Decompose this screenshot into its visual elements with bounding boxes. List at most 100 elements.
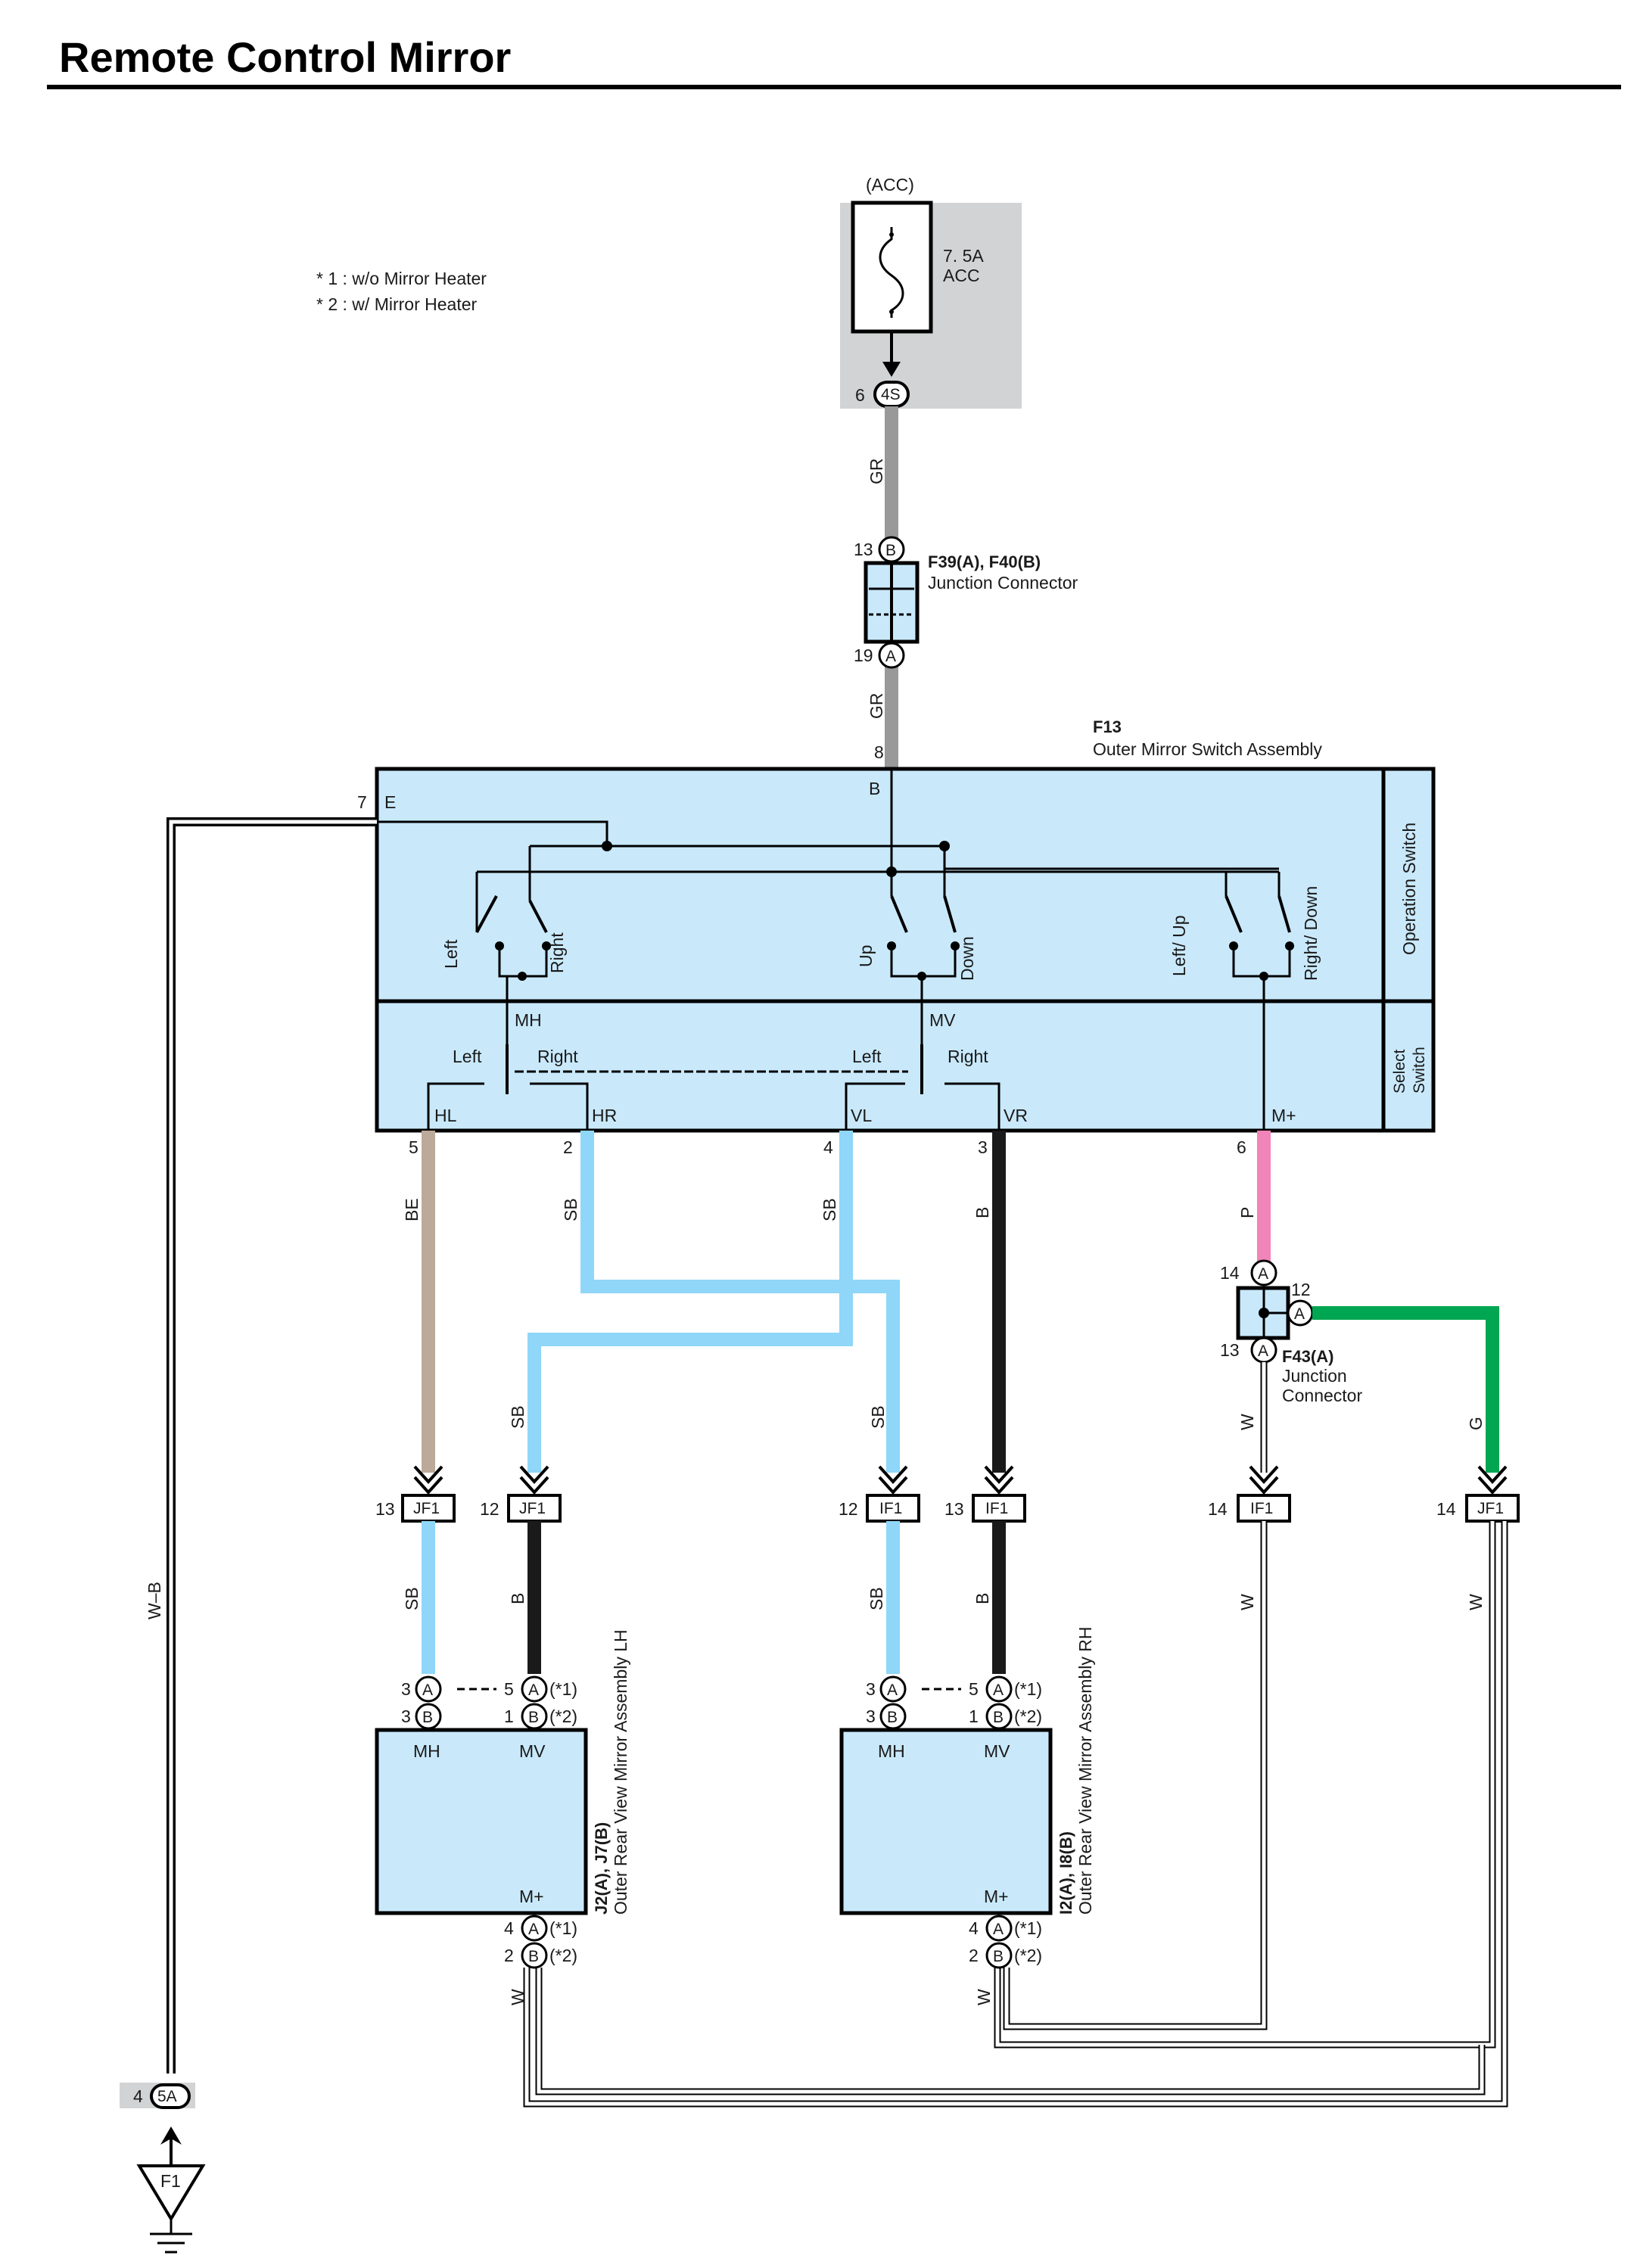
- svg-text:2: 2: [563, 1137, 573, 1157]
- svg-text:5A: 5A: [157, 2088, 177, 2105]
- svg-text:B: B: [528, 1709, 539, 1726]
- svg-text:IF1: IF1: [1250, 1500, 1273, 1517]
- svg-text:B: B: [993, 1709, 1004, 1726]
- svg-text:(*1): (*1): [1014, 1918, 1042, 1938]
- svg-text:4: 4: [969, 1918, 979, 1938]
- svg-text:JF1: JF1: [519, 1500, 546, 1517]
- svg-text:3: 3: [866, 1706, 876, 1726]
- svg-text:13: 13: [854, 540, 873, 559]
- svg-text:Right/ Down: Right/ Down: [1301, 886, 1321, 981]
- svg-text:8: 8: [874, 742, 884, 762]
- ground-arrow-icon: [160, 2126, 182, 2145]
- svg-text:W: W: [1466, 1594, 1486, 1610]
- svg-text:M+: M+: [519, 1887, 544, 1906]
- svg-text:12: 12: [1291, 1280, 1311, 1299]
- svg-text:12: 12: [480, 1499, 499, 1519]
- mirror-rh-box: [839, 1728, 1053, 1915]
- svg-text:A: A: [1258, 1265, 1268, 1283]
- operation-switch-tab: [1381, 767, 1436, 1003]
- svg-text:Down: Down: [957, 936, 977, 981]
- svg-text:W: W: [974, 1989, 994, 2005]
- svg-text:6: 6: [1237, 1137, 1246, 1157]
- svg-text:W–B: W–B: [145, 1582, 164, 1619]
- svg-text:GR: GR: [867, 459, 886, 485]
- svg-text:14: 14: [1436, 1499, 1456, 1519]
- svg-text:B: B: [422, 1709, 433, 1726]
- ground-icon: [136, 2164, 206, 2222]
- svg-text:B: B: [887, 1709, 898, 1726]
- svg-text:M+: M+: [984, 1887, 1009, 1906]
- svg-text:5: 5: [409, 1137, 419, 1157]
- svg-text:Left: Left: [852, 1047, 882, 1066]
- svg-text:4: 4: [823, 1137, 833, 1157]
- note-1: * 1 : w/o Mirror Heater: [316, 269, 487, 288]
- svg-text:3: 3: [866, 1679, 876, 1699]
- svg-text:A: A: [528, 1682, 539, 1699]
- select-switch-mirror-v: Left Right: [845, 1044, 1000, 1131]
- svg-text:Switch: Switch: [1411, 1047, 1428, 1094]
- svg-text:Left: Left: [453, 1047, 482, 1066]
- svg-text:MH: MH: [413, 1741, 440, 1761]
- f43-id: F43(A): [1282, 1347, 1333, 1366]
- inline-connector-12-if1: IF1 12: [839, 1465, 920, 1523]
- svg-text:Up: Up: [856, 945, 876, 967]
- svg-text:SB: SB: [561, 1198, 580, 1221]
- terminal-hl: HL: [434, 1106, 457, 1125]
- svg-text:W: W: [1237, 1594, 1257, 1610]
- svg-text:13: 13: [375, 1499, 395, 1519]
- svg-text:W: W: [1237, 1414, 1257, 1430]
- mirror-lh-box: [375, 1728, 588, 1915]
- mirror-rh-pins-bottom: 4 A (*1) 2 B (*2): [969, 1915, 1042, 1969]
- svg-text:(*1): (*1): [1014, 1679, 1042, 1699]
- svg-text:SB: SB: [867, 1587, 886, 1610]
- wire-sb-hr: [580, 1131, 900, 1473]
- switch-leftup-rightdown: Left/ Up Right/ Down: [1169, 886, 1321, 981]
- title-rule: [47, 85, 1621, 89]
- svg-text:A: A: [885, 648, 896, 665]
- svg-text:MV: MV: [984, 1741, 1010, 1761]
- mirror-rh-pins-top: 3 A 3 B 5 A (*1) 1 B (*2): [866, 1675, 1042, 1730]
- svg-text:(*2): (*2): [1014, 1946, 1042, 1965]
- terminal-vl: VL: [851, 1106, 872, 1125]
- mirror-rh-id: I2(A), I8(B): [1057, 1831, 1075, 1915]
- svg-text:5: 5: [504, 1679, 514, 1699]
- svg-text:19: 19: [854, 646, 873, 665]
- svg-text:W: W: [508, 1989, 527, 2005]
- switch-desc: Outer Mirror Switch Assembly: [1093, 739, 1322, 759]
- svg-text:Left/ Up: Left/ Up: [1169, 915, 1189, 976]
- svg-text:1: 1: [969, 1706, 979, 1726]
- svg-text:Right: Right: [547, 932, 567, 973]
- fuse-icon: [879, 227, 904, 318]
- svg-text:SB: SB: [402, 1587, 422, 1610]
- inline-connector-13-jf1: JF1 13: [375, 1465, 456, 1523]
- terminal-mplus: M+: [1271, 1106, 1296, 1125]
- inline-connector-13-if1: IF1 13: [944, 1465, 1026, 1523]
- svg-text:MV: MV: [519, 1741, 546, 1761]
- svg-text:(*2): (*2): [549, 1946, 577, 1965]
- svg-text:7: 7: [357, 792, 367, 812]
- svg-text:A: A: [1258, 1342, 1268, 1360]
- svg-text:13: 13: [1220, 1340, 1240, 1360]
- svg-text:A: A: [1294, 1305, 1305, 1323]
- mirror-lh-pins-top: 3 A 3 B 5 A (*1) 1 B (*2): [401, 1675, 577, 1730]
- svg-text:B: B: [508, 1593, 527, 1604]
- fuse-arrow-icon: [882, 362, 901, 377]
- svg-text:B: B: [993, 1948, 1004, 1965]
- svg-text:B: B: [528, 1948, 539, 1965]
- svg-text:4: 4: [504, 1918, 514, 1938]
- svg-text:Connector: Connector: [1282, 1386, 1362, 1405]
- svg-text:B: B: [972, 1593, 992, 1604]
- switch-up-down: Up Down: [856, 895, 977, 981]
- svg-text:Right: Right: [537, 1047, 578, 1066]
- svg-text:A: A: [993, 1921, 1004, 1938]
- svg-text:3: 3: [401, 1706, 411, 1726]
- mirror-lh-pins-bottom: 4 A (*1) 2 B (*2): [504, 1915, 577, 1969]
- svg-text:SB: SB: [868, 1405, 888, 1429]
- svg-text:A: A: [887, 1682, 898, 1699]
- f39-id: F39(A), F40(B): [928, 552, 1041, 571]
- svg-text:14: 14: [1208, 1499, 1228, 1519]
- f43-in-pin: [1250, 1259, 1277, 1286]
- fuse-supply: (ACC): [866, 175, 914, 194]
- svg-text:(*1): (*1): [549, 1918, 577, 1938]
